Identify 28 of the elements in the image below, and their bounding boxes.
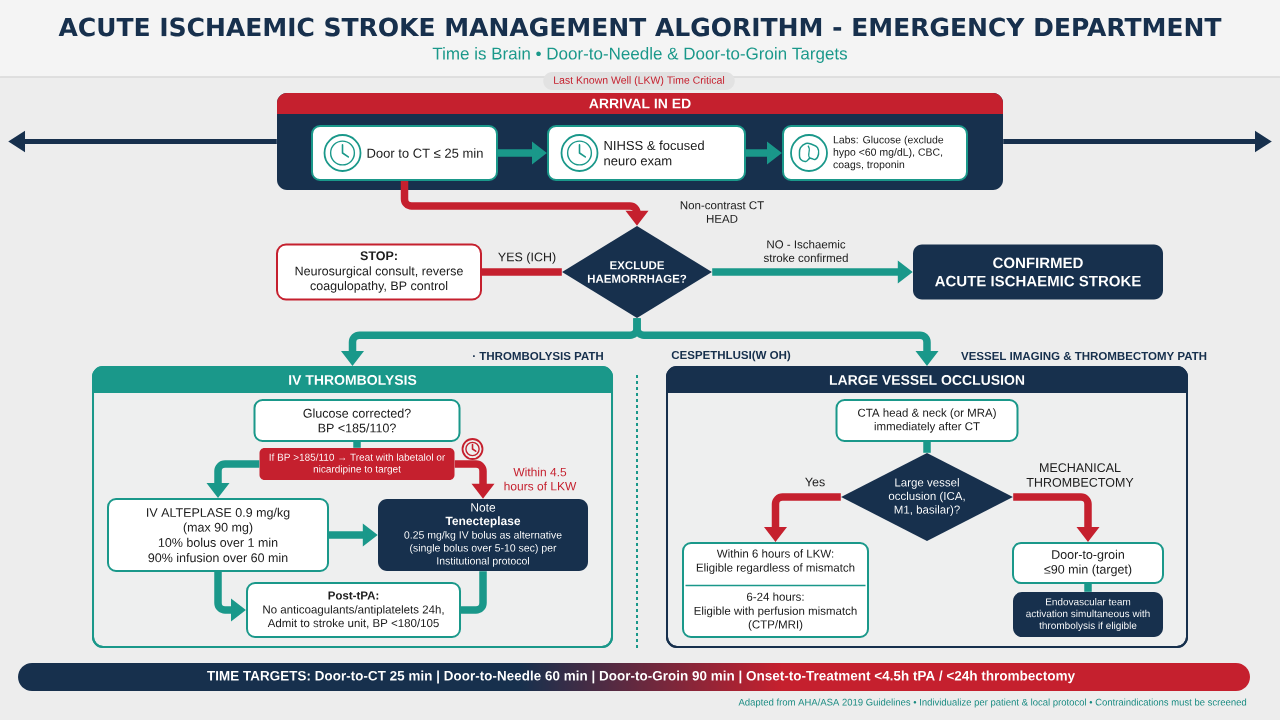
note-box: Note Tenecteplase 0.25 mg/kg IV bolus as alternative (single bolus over 5-10 sec) per Institutional protocol [378, 499, 588, 571]
edge-label: MECHANICAL THROMBECTOMY [1026, 463, 1134, 487]
stop-box: STOP: Neurosurgical consult, reverse coagulopathy, BP control [276, 243, 482, 301]
note-box: Endovascular team activation simultaneous with thrombolysis if eligible [1013, 592, 1163, 637]
edge-label: YES (ICH) [498, 252, 556, 264]
process-box: Post-tPA: No anticoagulants/antiplatelets 24h, Admit to stroke unit, BP <180/105 [246, 582, 461, 638]
footnote: Adapted from AHA/ASA 2019 Guidelines • Individualize per patient & local protocol • Contraindications must be screened [738, 698, 1247, 708]
time-targets-bar: TIME TARGETS: Door-to-CT 25 min | Door-to-Needle 60 min | Door-to-Groin 90 min | Onset-to-Treatment <4.5h tPA / <24h thrombectomy [18, 663, 1250, 691]
edge-label: Within 4.5 hours of LKW [504, 467, 577, 491]
edge-label: Yes [805, 477, 825, 487]
treatment-box: IV ALTEPLASE 0.9 mg/kg (max 90 mg) 10% bolus over 1 min 90% infusion over 60 min [107, 498, 329, 572]
process-box: CTA head & neck (or MRA) immediately after CT [835, 399, 1019, 442]
target-box: Door-to-groin ≤90 min (target) [1012, 542, 1164, 584]
question-box: Glucose corrected? BP <185/110? [253, 399, 461, 442]
criteria-box: Within 6 hours of LKW: Eligible regardless of mismatch 6-24 hours: Eligible with perfusion mismatch (CTP/MRI) [682, 542, 869, 638]
status-pill: Last Known Well (LKW) Time Critical [543, 72, 735, 90]
step-box: Door to CT ≤ 25 min [311, 125, 498, 181]
outcome-box: CONFIRMED ACUTE ISCHAEMIC STROKE [913, 244, 1163, 300]
path-label: · THROMBOLYSIS PATH [473, 351, 603, 361]
alert-box: If BP >185/110 → Treat with labetalol or nicardipine to target [259, 448, 455, 480]
edge-label: NO - Ischaemic stroke confirmed [763, 240, 848, 262]
edge-label: Non-contrast CT HEAD [680, 201, 764, 223]
path-label: CESPETHLUSI(W OH) [671, 350, 791, 362]
step-box: NIHSS & focused neuro exam [547, 125, 746, 181]
title: ACUTE ISCHAEMIC STROKE MANAGEMENT ALGORITHM - EMERGENCY DEPARTMENT [58, 17, 1222, 37]
subtitle: Time is Brain • Door-to-Needle & Door-to-Groin Targets [432, 47, 847, 63]
path-label: VESSEL IMAGING & THROMBECTOMY PATH [961, 351, 1207, 361]
step-box: Labs: Glucose (exclude hypo <60 mg/dL), CBC, coags, troponin [782, 125, 968, 181]
